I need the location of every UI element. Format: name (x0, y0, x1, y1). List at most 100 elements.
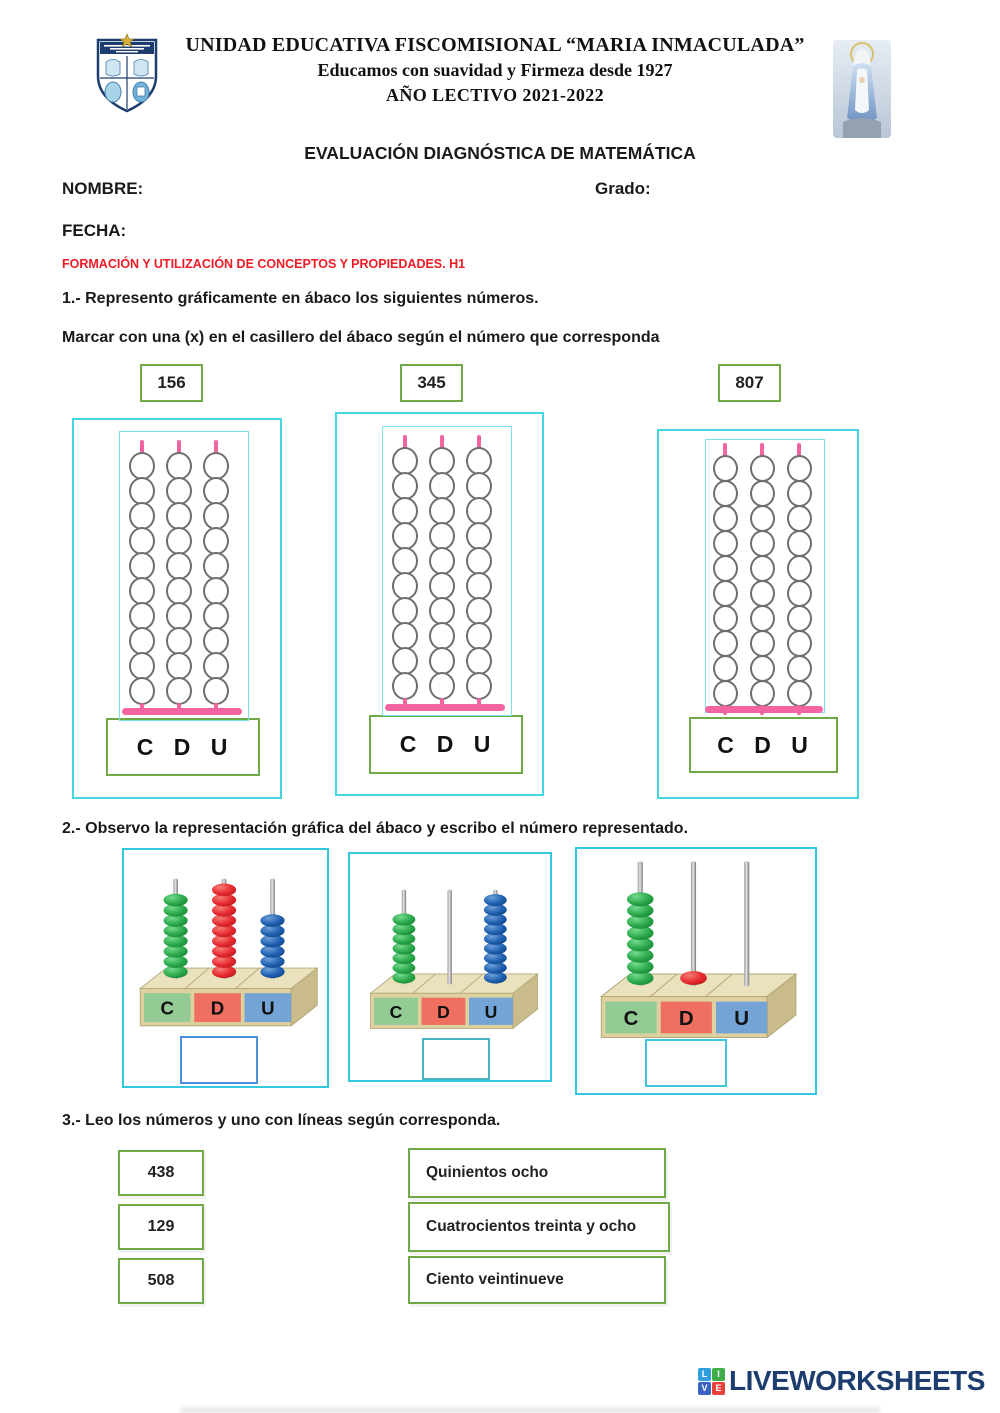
abacus-bead-slot[interactable] (203, 527, 229, 555)
abacus-bead-slot[interactable] (166, 627, 192, 655)
abacus-bead-slot[interactable] (712, 655, 738, 682)
abacus-bead-slot[interactable] (392, 647, 418, 675)
abacus-bead-slot[interactable] (429, 622, 455, 650)
abacus-bead-slot[interactable] (129, 627, 155, 655)
abacus-bead-slot[interactable] (712, 455, 738, 482)
abacus-bead-slot[interactable] (712, 530, 738, 557)
abacus-bead-slot[interactable] (166, 652, 192, 680)
abacus-bead-slot[interactable] (392, 547, 418, 575)
abacus-bead-slot[interactable] (712, 630, 738, 657)
abacus-bead-slot[interactable] (786, 530, 812, 557)
abacus-bead-slot[interactable] (786, 680, 812, 707)
abacus-bead-slot[interactable] (712, 555, 738, 582)
abacus-bead-slot[interactable] (392, 622, 418, 650)
abacus-bead-slot[interactable] (466, 497, 492, 525)
abacus-bead-slot[interactable] (749, 505, 775, 532)
abacus-bead-slot[interactable] (466, 622, 492, 650)
abacus-bead-slot[interactable] (786, 630, 812, 657)
abacus-bead-slot[interactable] (786, 505, 812, 532)
abacus-bead-slot[interactable] (749, 555, 775, 582)
abacus-bead-slot[interactable] (203, 577, 229, 605)
abacus-bead-slot[interactable] (166, 452, 192, 480)
abacus-bead-slot[interactable] (429, 522, 455, 550)
abacus-bead-slot[interactable] (749, 455, 775, 482)
abacus-bead-slot[interactable] (129, 677, 155, 705)
q2-answer-input-2[interactable] (422, 1038, 490, 1080)
q2-answer-input-1[interactable] (180, 1036, 258, 1084)
abacus-bead-slot[interactable] (786, 480, 812, 507)
abacus-bead-slot[interactable] (166, 527, 192, 555)
q2-answer-input-3[interactable] (645, 1039, 727, 1087)
abacus-bead-slot[interactable] (786, 655, 812, 682)
abacus-bead-slot[interactable] (203, 652, 229, 680)
abacus-bead-slot[interactable] (429, 672, 455, 700)
abacus-bead-slot[interactable] (203, 552, 229, 580)
q3-number-129[interactable]: 129 (118, 1204, 204, 1250)
abacus-bead-slot[interactable] (129, 552, 155, 580)
abacus-bead-slot[interactable] (203, 452, 229, 480)
abacus-bead-slot[interactable] (129, 577, 155, 605)
abacus-bead-slot[interactable] (786, 605, 812, 632)
abacus-bead-slot[interactable] (129, 652, 155, 680)
abacus-bead-slot[interactable] (166, 477, 192, 505)
abacus-bead-slot[interactable] (466, 447, 492, 475)
abacus-bead-slot[interactable] (166, 602, 192, 630)
abacus-bead-slot[interactable] (203, 677, 229, 705)
abacus-bead-slot[interactable] (466, 597, 492, 625)
abacus-bead-slot[interactable] (203, 502, 229, 530)
abacus-bead-slot[interactable] (712, 680, 738, 707)
abacus-bead-slot[interactable] (392, 522, 418, 550)
abacus-bead-slot[interactable] (749, 580, 775, 607)
abacus-bead-slot[interactable] (429, 647, 455, 675)
abacus-bead-slot[interactable] (749, 605, 775, 632)
abacus-bead-slot[interactable] (712, 580, 738, 607)
q3-word-quinientos-ocho[interactable]: Quinientos ocho (408, 1148, 666, 1198)
abacus-bead-slot[interactable] (129, 602, 155, 630)
q3-number-438[interactable]: 438 (118, 1150, 204, 1196)
q3-number-508[interactable]: 508 (118, 1258, 204, 1304)
abacus-bead-slot[interactable] (129, 527, 155, 555)
abacus-bead-slot[interactable] (166, 552, 192, 580)
abacus-bead-slot[interactable] (749, 655, 775, 682)
abacus-bead-slot[interactable] (466, 472, 492, 500)
abacus-bead-slot[interactable] (466, 547, 492, 575)
abacus-bead-slot[interactable] (749, 630, 775, 657)
abacus-bead-slot[interactable] (786, 580, 812, 607)
abacus-bead-slot[interactable] (166, 502, 192, 530)
abacus-bead-slot[interactable] (749, 530, 775, 557)
abacus-bead-slot[interactable] (203, 477, 229, 505)
abacus-bead-slot[interactable] (466, 572, 492, 600)
q1-abacus-2-cdu-label: C D U (369, 715, 523, 774)
abacus-bead-slot[interactable] (429, 572, 455, 600)
abacus-bead-slot[interactable] (392, 497, 418, 525)
abacus-bead-slot[interactable] (203, 627, 229, 655)
abacus-bead-slot[interactable] (429, 447, 455, 475)
abacus-bead-slot[interactable] (466, 672, 492, 700)
abacus-bead-slot[interactable] (786, 455, 812, 482)
abacus-bead-slot[interactable] (429, 547, 455, 575)
abacus-bead-slot[interactable] (749, 480, 775, 507)
abacus-bead-slot[interactable] (392, 572, 418, 600)
abacus-bead-slot[interactable] (749, 680, 775, 707)
abacus-bead-slot[interactable] (466, 522, 492, 550)
abacus-bead-slot[interactable] (712, 505, 738, 532)
abacus-bead-slot[interactable] (129, 502, 155, 530)
q3-word-ciento-veintinueve[interactable]: Ciento veintinueve (408, 1256, 666, 1304)
abacus-bead-slot[interactable] (712, 605, 738, 632)
abacus-bead-slot[interactable] (429, 497, 455, 525)
abacus-bead-slot[interactable] (129, 452, 155, 480)
abacus-bead-slot[interactable] (429, 597, 455, 625)
abacus-bead-slot[interactable] (429, 472, 455, 500)
q3-word-cuatrocientos-treinta-y-ocho[interactable]: Cuatrocientos treinta y ocho (408, 1202, 670, 1252)
abacus-bead-slot[interactable] (392, 472, 418, 500)
abacus-bead-slot[interactable] (166, 577, 192, 605)
abacus-bead-slot[interactable] (392, 672, 418, 700)
abacus-bead-slot[interactable] (392, 447, 418, 475)
abacus-bead-slot[interactable] (392, 597, 418, 625)
abacus-bead-slot[interactable] (166, 677, 192, 705)
abacus-bead-slot[interactable] (466, 647, 492, 675)
abacus-bead-slot[interactable] (129, 477, 155, 505)
abacus-bead-slot[interactable] (712, 480, 738, 507)
abacus-bead-slot[interactable] (203, 602, 229, 630)
abacus-bead-slot[interactable] (786, 555, 812, 582)
